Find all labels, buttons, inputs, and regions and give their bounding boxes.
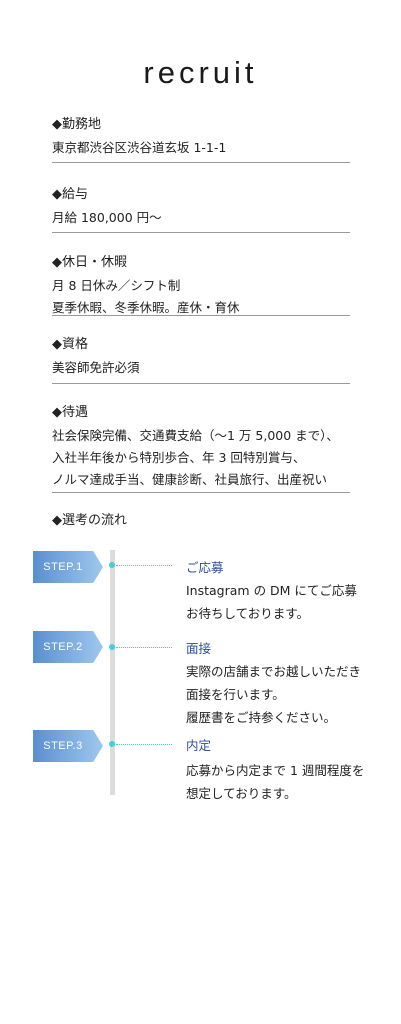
step-line: お待ちしております。 <box>186 606 310 621</box>
section-holidays: ◆休日・休暇 月 8 日休み／シフト制 夏季休暇、冬季休暇。産休・育休 <box>52 254 350 319</box>
section-body: 月給 180,000 円〜 <box>52 207 350 229</box>
step-line: 履歴書をご持参ください。 <box>186 710 337 725</box>
selection-timeline: STEP.1 ご応募 Instagram の DM にてご応募 お待ちしておりま… <box>0 540 401 801</box>
step-label: STEP.1 <box>43 561 83 573</box>
section-heading: ◆資格 <box>52 337 88 352</box>
divider <box>52 315 350 316</box>
connector-line <box>116 565 172 566</box>
section-benefits: ◆待遇 社会保険完備、交通費支給（〜1 万 5,000 まで）、 入社半年後から… <box>52 404 350 491</box>
step-badge: STEP.2 <box>33 631 103 663</box>
step-badge: STEP.1 <box>33 551 103 583</box>
page-title: recruit <box>143 54 258 90</box>
step-label: STEP.3 <box>43 740 83 752</box>
section-line: 入社半年後から特別歩合、年 3 回特別賞与、 <box>52 450 306 465</box>
section-line: 月給 180,000 円〜 <box>52 210 162 225</box>
step-label: STEP.2 <box>43 641 83 653</box>
step-badge: STEP.3 <box>33 730 103 762</box>
section-body: 美容師免許必須 <box>52 357 350 379</box>
connector-line <box>116 647 172 648</box>
section-heading: ◆待遇 <box>52 405 88 420</box>
section-location: ◆勤務地 東京都渋谷区渋谷道玄坂 1-1-1 <box>52 116 350 159</box>
timeline-dot <box>109 741 115 747</box>
section-body: 月 8 日休み／シフト制 夏季休暇、冬季休暇。産休・育休 <box>52 275 350 319</box>
step-line: 面接を行います。 <box>186 687 285 702</box>
section-line: 社会保険完備、交通費支給（〜1 万 5,000 まで）、 <box>52 428 339 443</box>
connector-line <box>116 744 172 745</box>
section-salary: ◆給与 月給 180,000 円〜 <box>52 186 350 229</box>
divider <box>52 232 350 233</box>
step-line: 実際の店舗までお越しいただき <box>186 664 362 679</box>
step-title: 面接 <box>186 641 212 656</box>
step-line: Instagram の DM にてご応募 <box>186 583 357 598</box>
section-heading: ◆勤務地 <box>52 117 101 132</box>
section-qualification: ◆資格 美容師免許必須 <box>52 336 350 379</box>
section-line: 夏季休暇、冬季休暇。産休・育休 <box>52 300 240 315</box>
section-line: 東京都渋谷区渋谷道玄坂 1-1-1 <box>52 140 227 155</box>
timeline-dot <box>109 562 115 568</box>
divider <box>52 162 350 163</box>
section-heading: ◆選考の流れ <box>52 513 127 528</box>
step-title: ご応募 <box>186 560 224 575</box>
step-line: 応募から内定まで 1 週間程度を <box>186 763 365 778</box>
step-line: 想定しております。 <box>186 786 297 801</box>
section-line: 美容師免許必須 <box>52 360 140 375</box>
section-line: ノルマ達成手当、健康診断、社員旅行、出産祝い <box>52 472 328 487</box>
section-selection-flow: ◆選考の流れ <box>52 512 350 530</box>
timeline-line <box>110 550 115 795</box>
step-description: 応募から内定まで 1 週間程度を 想定しております。 <box>186 759 364 805</box>
step-description: Instagram の DM にてご応募 お待ちしております。 <box>186 579 357 625</box>
section-body: 社会保険完備、交通費支給（〜1 万 5,000 まで）、 入社半年後から特別歩合… <box>52 425 350 491</box>
section-heading: ◆休日・休暇 <box>52 255 127 270</box>
divider <box>52 383 350 384</box>
section-heading: ◆給与 <box>52 187 88 202</box>
step-title: 内定 <box>186 738 212 753</box>
divider <box>52 492 350 493</box>
timeline-dot <box>109 644 115 650</box>
section-body: 東京都渋谷区渋谷道玄坂 1-1-1 <box>52 137 350 159</box>
section-line: 月 8 日休み／シフト制 <box>52 278 181 293</box>
step-description: 実際の店舗までお越しいただき 面接を行います。 履歴書をご持参ください。 <box>186 660 361 729</box>
